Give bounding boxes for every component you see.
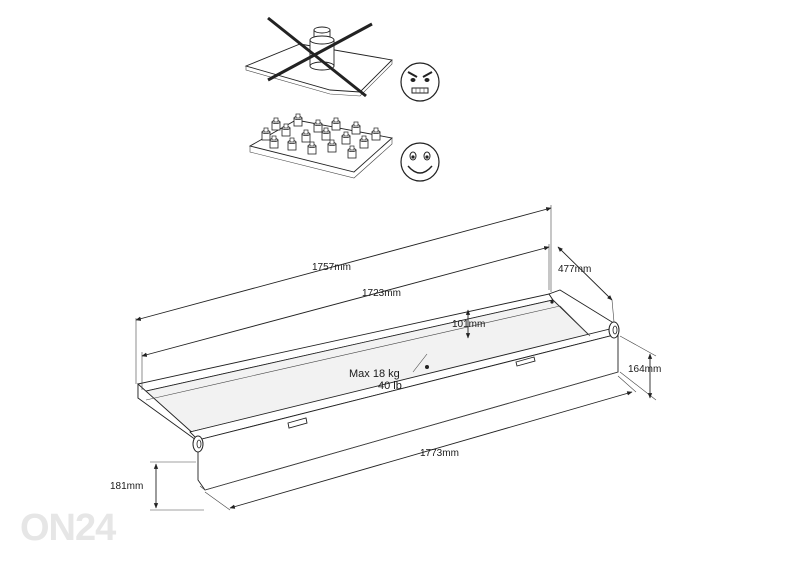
small-weight-icon bbox=[359, 135, 369, 149]
outer-length-label: 1757mm bbox=[312, 262, 351, 273]
distributed-weights-icon bbox=[261, 113, 381, 159]
small-weight-icon bbox=[269, 135, 279, 149]
small-weight-icon bbox=[327, 139, 337, 153]
drawer-clip-right bbox=[515, 356, 536, 367]
right-load-illustration bbox=[248, 113, 393, 179]
cross-icon bbox=[267, 16, 373, 98]
small-weight-icon bbox=[321, 127, 331, 141]
on24-watermark: ON24 bbox=[20, 507, 116, 549]
front-length-label: 1773mm bbox=[420, 448, 459, 459]
wheel-left bbox=[192, 435, 204, 453]
depth-label: 477mm bbox=[558, 264, 591, 275]
dimension-lines bbox=[135, 205, 657, 511]
small-weight-icon bbox=[331, 117, 341, 131]
inner-length-label: 1723mm bbox=[362, 288, 401, 299]
wheel-right bbox=[608, 321, 620, 339]
small-weight-icon bbox=[287, 137, 297, 151]
small-weight-icon bbox=[281, 123, 291, 137]
smiling-face-icon bbox=[400, 142, 440, 182]
wrong-load-illustration bbox=[244, 16, 393, 98]
small-weight-icon bbox=[341, 131, 351, 145]
heavy-weight-icon bbox=[309, 26, 335, 71]
max-load-label: Max 18 kg bbox=[349, 368, 400, 380]
angry-face-icon bbox=[400, 62, 440, 102]
side-height-label: 164mm bbox=[628, 364, 661, 375]
small-weight-icon bbox=[347, 145, 357, 159]
front-height-label: 181mm bbox=[110, 481, 143, 492]
small-weight-icon bbox=[261, 127, 271, 141]
small-weight-icon bbox=[307, 141, 317, 155]
small-weight-icon bbox=[301, 129, 311, 143]
small-weight-icon bbox=[271, 117, 281, 131]
max-load-lb-label: 40 lb bbox=[378, 380, 402, 392]
small-weight-icon bbox=[313, 119, 323, 133]
small-weight-icon bbox=[293, 113, 303, 127]
inner-height-label: 101mm bbox=[452, 319, 485, 330]
small-weight-icon bbox=[371, 127, 381, 141]
small-weight-icon bbox=[351, 121, 361, 135]
